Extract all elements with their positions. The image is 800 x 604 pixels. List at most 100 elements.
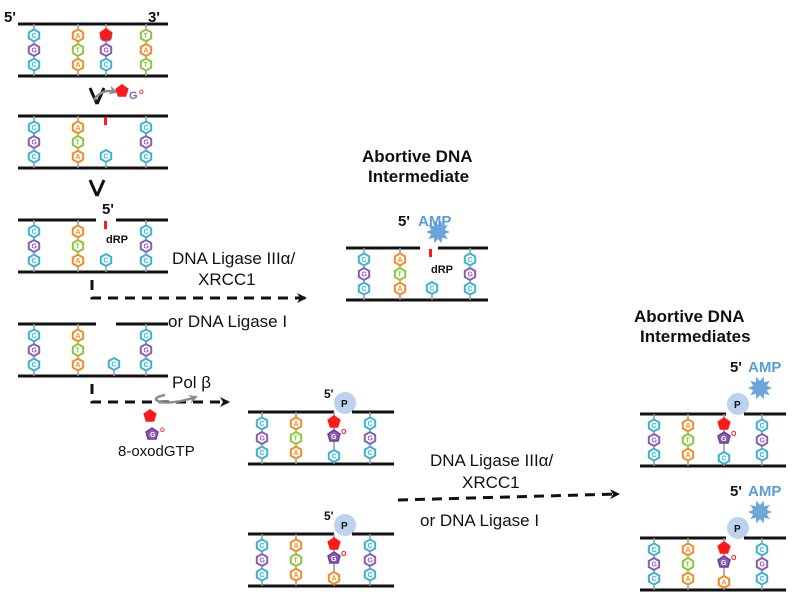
ligase1-label-bottom: or DNA Ligase I	[420, 511, 539, 530]
base-T-icon: T	[681, 432, 695, 448]
oxodgtp-icon: G O	[145, 427, 165, 440]
svg-text:A: A	[686, 576, 691, 583]
excised-oxo-label: O	[139, 90, 144, 96]
svg-text:G: G	[144, 140, 150, 147]
svg-text:C: C	[652, 423, 657, 430]
svg-text:C: C	[468, 286, 473, 293]
svg-text:T: T	[398, 272, 403, 279]
base-G-icon: G	[647, 556, 661, 572]
base-C-icon: C	[755, 571, 769, 586]
amp-burst-icon	[748, 500, 772, 524]
step-arrow-1: G O	[88, 84, 144, 105]
svg-text:T: T	[76, 48, 81, 55]
svg-text:C: C	[260, 421, 265, 428]
abortive-right-title-1: Abortive DNA	[634, 307, 745, 326]
svg-text:G: G	[260, 436, 266, 443]
base-C-icon: C	[99, 57, 113, 72]
svg-text:T: T	[76, 244, 81, 251]
svg-text:C: C	[362, 286, 367, 293]
ligase1-label-top: or DNA Ligase I	[168, 312, 287, 331]
base-T-icon: T	[71, 238, 85, 254]
base-A-icon: A	[289, 416, 303, 431]
base-C-icon: C	[139, 149, 153, 164]
svg-text:C: C	[368, 421, 373, 428]
base-C-icon: C	[139, 328, 153, 343]
base-C-icon: C	[27, 149, 41, 164]
svg-text:C: C	[722, 456, 727, 463]
amp-burst-icon	[426, 220, 450, 244]
base-G-icon: G	[755, 556, 769, 572]
base-G-icon: G	[255, 552, 269, 568]
base-C-icon: C	[139, 357, 153, 372]
svg-text:O: O	[731, 431, 737, 438]
sugar-pentagon-icon	[99, 28, 113, 41]
base-T-icon: T	[71, 134, 85, 150]
three-prime-label: 3'	[148, 9, 160, 26]
svg-text:O: O	[160, 428, 165, 434]
base-C-icon: C	[357, 252, 371, 267]
svg-text:T: T	[144, 62, 149, 69]
base-C-icon: C	[255, 538, 269, 553]
ligase3-label-bottom-1: DNA Ligase IIIα/	[430, 451, 553, 470]
base-A-icon: A	[71, 120, 85, 135]
svg-text:C: C	[652, 452, 657, 459]
svg-text:C: C	[32, 258, 37, 265]
svg-text:G: G	[32, 244, 38, 251]
svg-text:A: A	[144, 48, 149, 55]
svg-text:C: C	[430, 286, 435, 293]
svg-text:G: G	[362, 272, 368, 279]
base-G-icon: G	[27, 134, 41, 150]
base-G-icon: G	[139, 238, 153, 254]
ligase3-label-top-2: XRCC1	[198, 270, 256, 289]
base-T-icon: T	[393, 266, 407, 282]
base-C-icon: C	[425, 280, 439, 296]
ligase3-label-bottom-2: XRCC1	[462, 473, 520, 492]
base-C-icon: C	[27, 57, 41, 72]
svg-text:A: A	[76, 258, 81, 265]
base-T-icon: T	[139, 28, 153, 43]
sugar-pentagon-icon	[115, 84, 129, 97]
base-C-icon: C	[27, 328, 41, 343]
abortive-top-five-prime: 5'	[398, 213, 410, 230]
base-C-icon: C	[357, 281, 371, 296]
base-C-icon: C	[27, 357, 41, 372]
svg-text:A: A	[294, 572, 299, 579]
base-G-icon: G	[363, 552, 377, 568]
base-T-icon: T	[71, 42, 85, 58]
svg-text:A: A	[76, 229, 81, 236]
amp-label-top: AMP	[418, 213, 451, 230]
base-C-icon: C	[647, 418, 661, 433]
base-A-icon: A	[71, 57, 85, 72]
base-C-icon: C	[755, 418, 769, 433]
sugar-pentagon-icon	[143, 409, 157, 422]
svg-text:C: C	[368, 450, 373, 457]
panel-1-lesion-dna: 5' 3' CGCATACGCTAT	[4, 9, 168, 78]
svg-text:C: C	[32, 362, 37, 369]
sugar-pentagon-icon	[717, 541, 731, 554]
svg-text:T: T	[294, 436, 299, 443]
svg-text:A: A	[76, 33, 81, 40]
svg-text:C: C	[104, 258, 109, 265]
svg-text:C: C	[144, 154, 149, 161]
svg-text:C: C	[368, 543, 373, 550]
base-C-icon: C	[255, 416, 269, 431]
svg-text:A: A	[76, 333, 81, 340]
svg-text:C: C	[112, 362, 117, 369]
base-C-icon: C	[107, 356, 121, 372]
base-C-icon: C	[463, 281, 477, 296]
svg-text:C: C	[760, 547, 765, 554]
base-T-icon: T	[289, 430, 303, 446]
svg-text:A: A	[686, 547, 691, 554]
svg-text:C: C	[368, 572, 373, 579]
base-A-icon: A	[289, 445, 303, 460]
svg-text:C: C	[32, 62, 37, 69]
abortive-drp-label: dRP	[431, 264, 453, 276]
svg-text:5': 5'	[324, 509, 334, 523]
phosphate-icon	[334, 392, 356, 414]
panel3-five-prime: 5'	[102, 201, 114, 218]
svg-text:C: C	[32, 154, 37, 161]
svg-text:C: C	[260, 450, 265, 457]
